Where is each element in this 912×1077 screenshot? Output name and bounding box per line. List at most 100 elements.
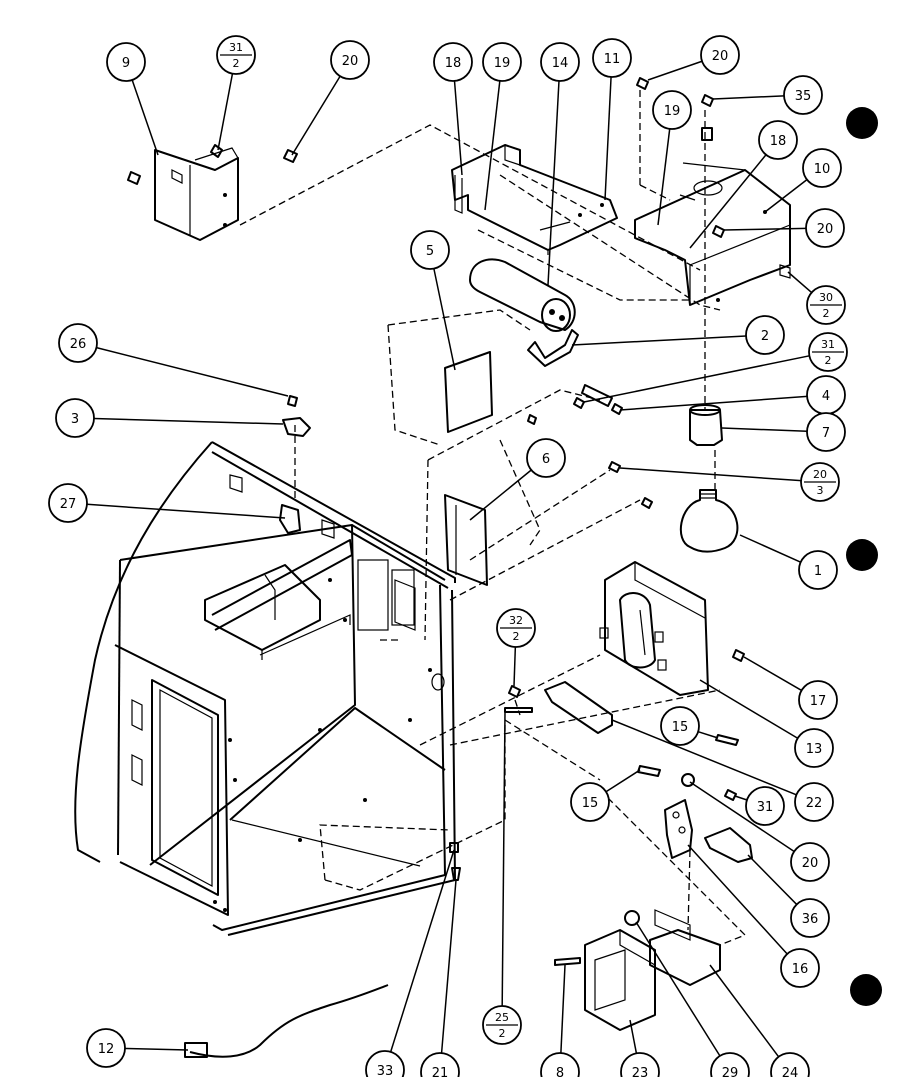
leader-line-20-3 <box>619 467 802 482</box>
screw-26 <box>287 395 298 407</box>
callout-circle <box>710 1052 750 1077</box>
callout-circle <box>790 898 830 938</box>
callout-label: 27 <box>60 497 77 512</box>
leader-line-3 <box>93 417 284 425</box>
leader-line-26 <box>96 346 289 397</box>
leader-line-6 <box>469 469 532 521</box>
cabinet-assembly <box>74 441 456 936</box>
leader-line-18-a <box>453 80 463 176</box>
callout-label: 36 <box>802 912 819 927</box>
leader-line-25-2 <box>501 711 506 1007</box>
callout-numerator: 31 <box>821 338 835 351</box>
callout-label: 22 <box>806 796 823 811</box>
leader-line-16 <box>687 844 788 955</box>
leader-line-27 <box>86 503 286 519</box>
callout-denominator: 2 <box>513 630 520 643</box>
callout-circle <box>592 38 632 78</box>
callout-5: 5 <box>410 230 450 270</box>
callout-label: 33 <box>377 1064 394 1077</box>
callout-label: 15 <box>672 720 689 735</box>
nut-20-d <box>681 773 695 787</box>
callout-label: 4 <box>822 389 830 404</box>
callout-27: 27 <box>48 483 88 523</box>
callout-denominator: 2 <box>823 307 830 320</box>
callout-circle <box>805 208 845 248</box>
callout-29: 29 <box>710 1052 750 1077</box>
callout-circle <box>540 1052 580 1077</box>
leader-line-14 <box>547 80 560 286</box>
callout-denominator: 3 <box>817 484 824 497</box>
screw-32-2 <box>508 685 521 698</box>
screw-21 <box>451 867 461 881</box>
leader-line-9 <box>131 79 159 156</box>
callout-circle <box>482 42 522 82</box>
part-7-socket-top <box>689 404 721 416</box>
callout-circle <box>745 315 785 355</box>
leader-line-20-d <box>689 781 795 853</box>
callout-10: 10 <box>802 148 842 188</box>
callout-circle <box>55 398 95 438</box>
leader-line-7 <box>721 427 808 433</box>
callout-label: 31 <box>757 800 774 815</box>
callout-33: 33 <box>365 1050 405 1077</box>
callout-circle <box>540 42 580 82</box>
leader-line-17 <box>743 656 802 692</box>
leader-line-24 <box>709 964 780 1058</box>
part-16-switch-terminal-a <box>672 811 680 819</box>
callout-label: 14 <box>552 56 569 71</box>
leader-line-15-b <box>605 769 641 793</box>
callout-label: 2 <box>761 329 769 344</box>
leader-line-31 <box>734 795 748 801</box>
part-14-capacitor <box>469 258 576 332</box>
callout-label: 20 <box>342 54 359 69</box>
callout-21: 21 <box>420 1052 460 1077</box>
callout-denominator: 2 <box>825 354 832 367</box>
callout-20-d: 20 <box>790 842 830 882</box>
callout-circle <box>620 1052 660 1077</box>
callout-7: 7 <box>806 412 846 452</box>
callout-circle <box>783 75 823 115</box>
part-4-terminal <box>581 384 613 407</box>
callout-2: 2 <box>745 315 785 355</box>
callout-label: 17 <box>810 694 827 709</box>
leader-line-30-2 <box>787 271 813 294</box>
part-3-bracket <box>282 417 311 437</box>
callout-label: 20 <box>802 856 819 871</box>
callout-circle <box>745 786 785 826</box>
callout-label: 6 <box>542 452 550 467</box>
leader-line-31-2-mid <box>583 355 810 403</box>
callout-9: 9 <box>106 42 146 82</box>
callout-label: 24 <box>782 1066 799 1077</box>
callout-35: 35 <box>783 75 823 115</box>
callout-circle <box>790 842 830 882</box>
part-13-transformer <box>599 561 709 696</box>
screw-31-2-top <box>210 144 223 158</box>
leader-line-10 <box>764 179 808 213</box>
callout-11: 11 <box>592 38 632 78</box>
leader-lines <box>86 60 813 1058</box>
leader-line-13 <box>699 679 799 739</box>
screw-20-3 <box>608 461 621 473</box>
part-23-box-edge <box>619 930 656 966</box>
screw-25-2 <box>504 707 533 713</box>
callout-circle <box>58 323 98 363</box>
registration-mark-bottom <box>850 974 882 1006</box>
part-5-sheet <box>444 351 493 433</box>
callout-label: 5 <box>426 244 434 259</box>
callout-circle <box>410 230 450 270</box>
callout-label: 20 <box>712 49 729 64</box>
callout-label: 19 <box>494 56 511 71</box>
screw-20-b <box>636 77 649 90</box>
callout-1: 1 <box>798 550 838 590</box>
leader-line-36 <box>747 854 798 905</box>
callout-25-2: 252 <box>482 1005 522 1045</box>
callout-label: 19 <box>664 104 681 119</box>
screw-33 <box>449 842 459 853</box>
callout-20-b: 20 <box>700 35 740 75</box>
leader-line-8 <box>560 964 566 1054</box>
callout-circle <box>798 550 838 590</box>
callout-circle <box>526 438 566 478</box>
leader-line-12 <box>124 1047 189 1051</box>
callout-circle <box>86 1028 126 1068</box>
